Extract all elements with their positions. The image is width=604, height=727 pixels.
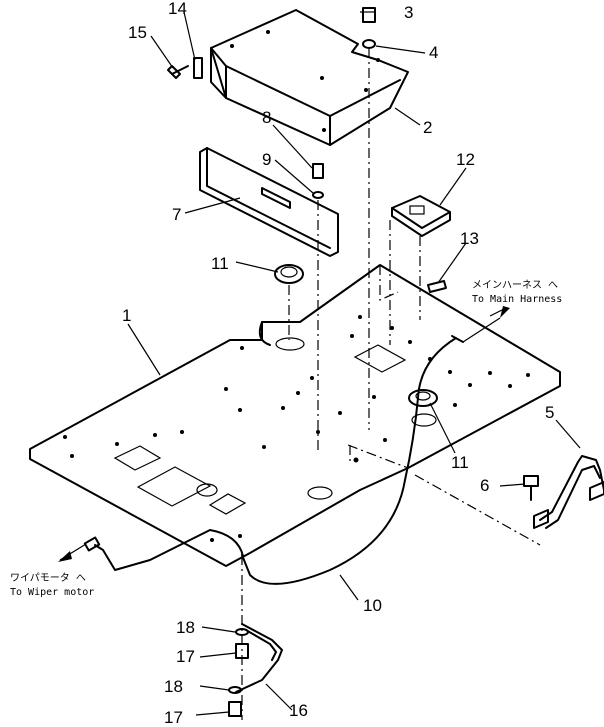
callout-10: 10 [363, 596, 382, 615]
callout-7: 7 [172, 205, 181, 224]
leader-lines [127, 11, 581, 716]
callout-9: 9 [262, 150, 271, 169]
callout-numbers: 1 2 3 4 5 6 7 8 9 10 11 11 12 13 14 15 1… [122, 0, 554, 727]
callout-8: 8 [262, 108, 271, 127]
callout-13: 13 [460, 229, 479, 248]
grommet-lower [408, 389, 438, 407]
callout-11-upper: 11 [211, 254, 229, 273]
callout-15: 15 [128, 23, 147, 42]
callout-6: 6 [480, 476, 489, 495]
callout-11-lower: 11 [451, 453, 469, 472]
main-harness-note-jp: メインハーネス へ [472, 279, 558, 291]
floor-plate [29, 264, 561, 567]
callout-2: 2 [423, 118, 432, 137]
switch-panel [389, 195, 451, 345]
callout-17-lower: 17 [164, 708, 183, 727]
grip-handle [523, 455, 604, 529]
lower-bracket [228, 555, 283, 720]
wiring-harness [59, 317, 501, 585]
callout-1: 1 [122, 306, 131, 325]
cover-plate [199, 147, 339, 257]
grommet-upper [274, 264, 304, 340]
callout-4: 4 [429, 43, 438, 62]
main-harness-note-en: To Main Harness [472, 294, 562, 305]
bolt-washer-cover [312, 163, 324, 450]
wiper-note-jp: ワイパモータ へ [10, 572, 86, 584]
callout-14: 14 [168, 0, 187, 18]
callout-18-lower: 18 [164, 677, 183, 696]
destination-notes: メインハーネス へ To Main Harness ワイパモータ へ To Wi… [10, 279, 562, 598]
callout-18-upper: 18 [176, 618, 195, 637]
wiper-note-en: To Wiper motor [10, 587, 94, 598]
callout-12: 12 [456, 150, 475, 169]
mounting-holes [63, 315, 530, 542]
callout-3: 3 [404, 3, 413, 22]
callout-5: 5 [545, 403, 554, 422]
bolt-washer-top [362, 7, 376, 430]
callout-16: 16 [289, 701, 308, 720]
clip-and-screw [167, 57, 203, 79]
bracket-assembly [210, 9, 409, 146]
callout-17-upper: 17 [176, 647, 195, 666]
